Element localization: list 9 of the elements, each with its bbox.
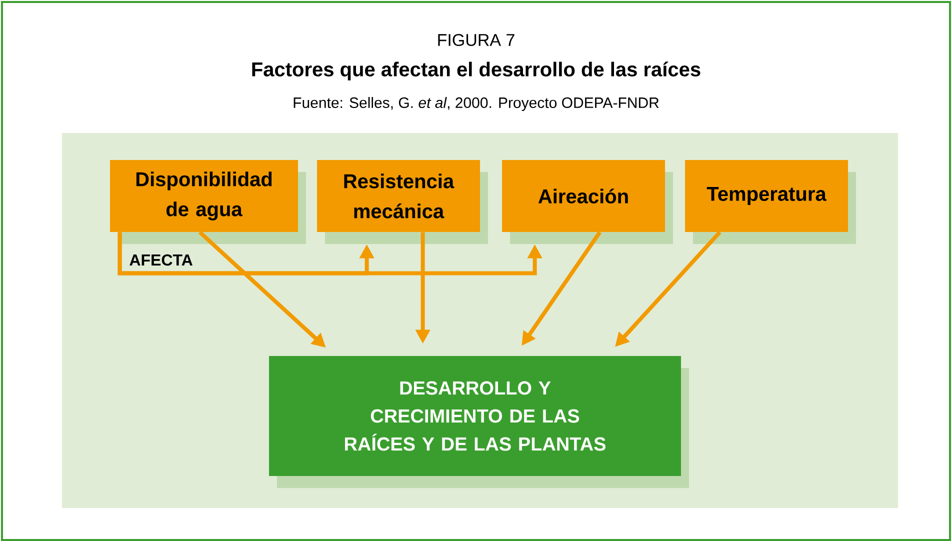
source-note: Fuente: Selles, G. et al, 2000. Proyecto ODEPA-FNDR (294, 97, 659, 111)
factor-box: Aireación (502, 160, 665, 232)
result-box: DESARROLLO Y CRECIMIENTO DE LAS RAÍCES Y DE LAS PLANTAS (269, 356, 681, 476)
title: Factores que afectan el desarrollo de las raíces (252, 62, 700, 80)
factor-box: Disponibilidad de agua (110, 160, 298, 232)
factor-box: Temperatura (685, 160, 848, 232)
edge-label: AFECTA (130, 254, 192, 266)
figure-number: FIGURA 7 (438, 34, 514, 46)
factor-box: Resistencia mecánica (317, 160, 480, 232)
